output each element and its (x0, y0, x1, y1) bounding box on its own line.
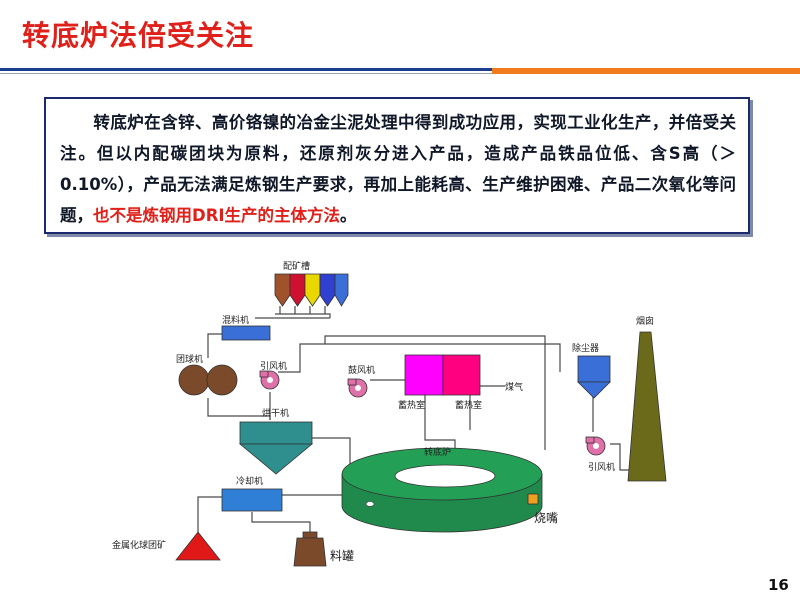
burner (527, 493, 539, 505)
dryer (238, 421, 314, 475)
label-fan-right: 引风机 (588, 461, 615, 473)
label-cooler: 冷却机 (236, 475, 263, 487)
body-text-box: 转底炉在含锌、高价铬镍的冶金尘泥处理中得到成功应用，实现工业化生产，并倍受关注。… (44, 97, 750, 234)
slide-title: 转底炉法倍受关注 (22, 19, 255, 52)
label-regen-right: 蓄热室 (455, 399, 482, 411)
fan-right-icon (585, 436, 606, 456)
title-rule-gray (0, 73, 700, 74)
label-furnace: 转底炉 (424, 446, 451, 458)
body-text: 转底炉在含锌、高价铬镍的冶金尘泥处理中得到成功应用，实现工业化生产，并倍受关注。… (60, 113, 736, 225)
label-regen-left: 蓄热室 (398, 399, 425, 411)
pelletizer (178, 364, 238, 396)
blower-icon (347, 378, 368, 398)
dust-collector (577, 355, 611, 399)
body-highlight: 也不是炼钢用DRI生产的主体方法 (93, 206, 341, 225)
material-tank (293, 531, 327, 567)
title-rule-orange (492, 68, 800, 74)
mixer (221, 325, 271, 341)
label-gas: 煤气 (505, 381, 523, 393)
label-product-pile: 金属化球团矿 (112, 539, 166, 551)
label-mixer: 混料机 (222, 314, 249, 326)
page-number: 16 (768, 576, 789, 594)
product-pile (175, 531, 221, 561)
feed-bins (274, 273, 349, 307)
chimney (627, 331, 667, 482)
label-burner: 烧嘴 (534, 511, 558, 525)
title-rule-blue (0, 68, 700, 71)
label-fan-left: 引风机 (260, 360, 287, 372)
label-pelletizer: 团球机 (176, 353, 203, 365)
regenerator-left (404, 354, 444, 396)
label-blower: 鼓风机 (348, 364, 375, 376)
cooler (221, 488, 283, 512)
label-bins: 配矿槽 (283, 260, 310, 272)
rotary-hearth-furnace (341, 447, 543, 533)
regenerator-right (442, 354, 481, 396)
body-end: 。 (340, 206, 357, 225)
label-dryer: 烘干机 (262, 407, 289, 419)
label-tank: 料罐 (330, 549, 354, 563)
label-dust-collector: 除尘器 (572, 342, 599, 354)
fan-left-icon (259, 370, 280, 390)
label-chimney: 烟囱 (636, 315, 654, 327)
